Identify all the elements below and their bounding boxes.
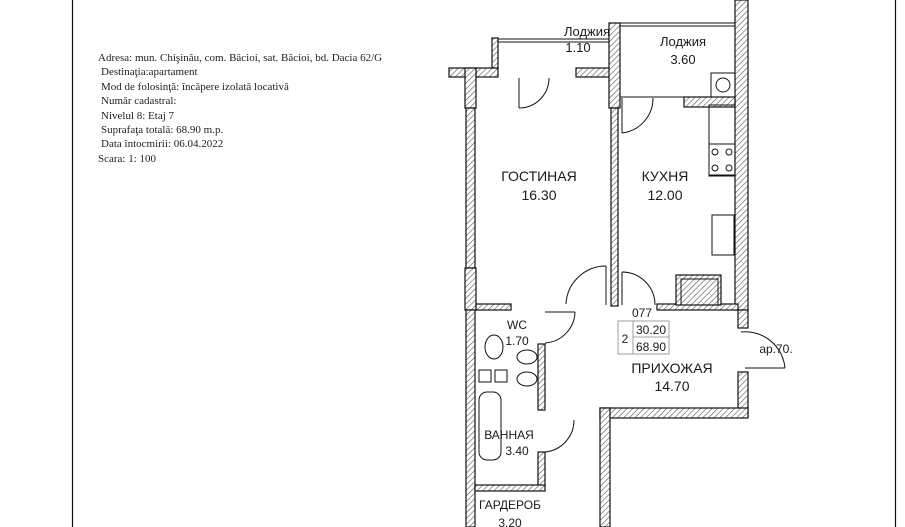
wardrobe-name: ГАРДЕРОБ <box>479 498 541 512</box>
wc-name: WC <box>507 318 527 332</box>
hall-area: 14.70 <box>654 378 689 394</box>
kitchen-area: 12.00 <box>647 187 682 203</box>
total-area: Suprafaţa totală: 68.90 m.p. <box>101 124 224 137</box>
wardrobe-area: 3.20 <box>498 516 522 527</box>
wc-area: 1.70 <box>505 334 529 348</box>
hall-name: ПРИХОЖАЯ <box>631 360 712 376</box>
apartment-summary-box <box>617 320 670 355</box>
kitchen-name: КУХНЯ <box>642 168 689 184</box>
bath-area: 3.40 <box>505 444 529 458</box>
apartment-living-area: 30.20 <box>636 323 666 337</box>
living-name: ГОСТИНАЯ <box>501 168 577 184</box>
apartment-total-area: 68.90 <box>636 340 666 354</box>
destination: Destinaţia:apartament <box>101 66 198 79</box>
living-area: 16.30 <box>521 187 556 203</box>
loggia-outlines <box>498 22 736 98</box>
loggia2-name: Лоджия <box>660 34 706 49</box>
apartment-number: 077 <box>632 306 652 320</box>
doors <box>518 77 786 453</box>
apartment-rooms: 2 <box>622 332 629 346</box>
bath-name: ВАННАЯ <box>484 428 534 442</box>
usage: Mod de folosinţă: încăpere izolată locat… <box>101 80 289 93</box>
entrance-label: ap.70. <box>759 342 792 356</box>
property-info: Adresa: mun. Chişinău, com. Băcioi, sat.… <box>98 51 382 166</box>
level: Nivelul 8: Etaj 7 <box>101 109 175 122</box>
loggia1-area: 1.10 <box>565 40 590 55</box>
address: Adresa: mun. Chişinău, com. Băcioi, sat.… <box>98 52 383 64</box>
date: Data întocmirii: 06.04.2022 <box>101 138 224 151</box>
scale: Scara: 1: 100 <box>98 152 157 165</box>
fixtures <box>478 104 736 461</box>
loggia2-area: 3.60 <box>670 52 695 67</box>
loggia1-name: Лоджия <box>564 24 610 39</box>
cadastral-number: Număr cadastral: <box>101 95 177 108</box>
walls <box>448 0 749 527</box>
